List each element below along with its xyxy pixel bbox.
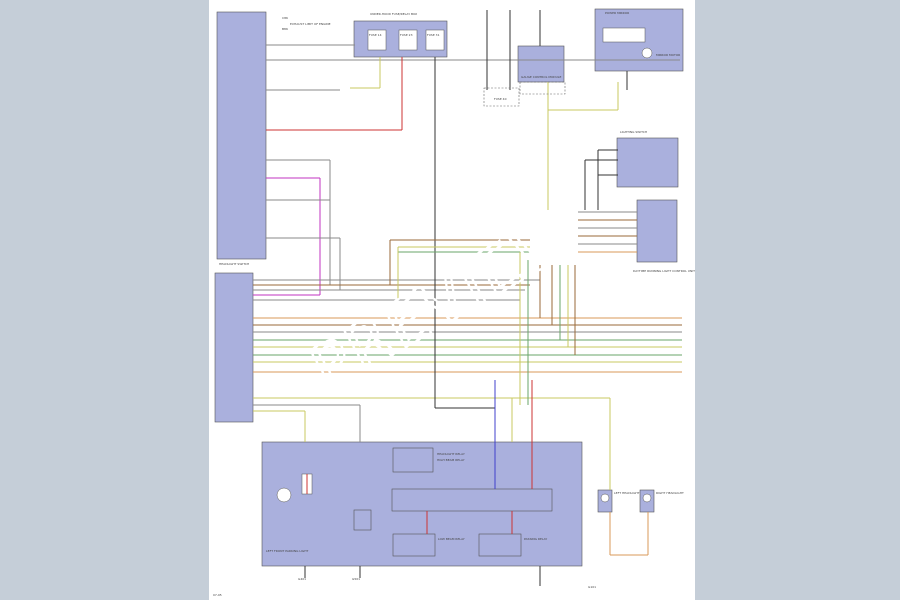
wires-top [350, 10, 628, 409]
left-lamp-label: LEFT HEADLIGHT [614, 491, 640, 495]
left-connector-block [214, 272, 254, 423]
headlight-switch-label: HEADLIGHT SWITCH [219, 262, 249, 266]
headlight-switch-block [216, 11, 267, 260]
fuse-4-label: FUSE 40 [494, 97, 507, 101]
module-d-label: PASSING RELAY [524, 537, 547, 541]
module-c-label: LOW BEAM RELAY [438, 537, 465, 541]
right-switch-title: LIGHTING SWITCH [620, 130, 647, 134]
bottom-ground-label: G101 [588, 585, 596, 589]
wires-junction [389, 149, 637, 405]
mirror-motor-icon [641, 47, 653, 59]
engine-label: EXHAUST LIMIT OF ENGINE [290, 22, 331, 26]
gauge-title: GAUGE CONTROL MODULE [521, 75, 561, 79]
wires-left [253, 44, 682, 412]
wire-label-b: B86 [282, 27, 288, 31]
module-a-label: HEADLIGHT RELAY [437, 452, 465, 456]
bottom-left-lamp-label: LEFT FRONT PARKING LIGHT [266, 549, 308, 553]
bulb-icon-left [276, 487, 292, 503]
mirror-title: POWER MIRROR [605, 11, 629, 15]
daytime-unit-block [636, 199, 678, 263]
fuse-box-title: UNDER-HOOD FUSE/RELAY BOX [370, 12, 417, 16]
ground-2-label: G501 [352, 577, 360, 581]
wire-label-a: C86 [282, 16, 288, 20]
daytime-unit-label: DAYTIME RUNNING LIGHT CONTROL UNIT [633, 269, 695, 273]
wires-bottom [304, 380, 649, 586]
ground-1-label: G401 [298, 577, 306, 581]
fuse-2-label: FUSE 23 [400, 33, 413, 37]
mirror-motor-label: MIRROR MOTOR [656, 53, 680, 57]
right-lamp-label: RIGHT HEADLIGHT [656, 491, 684, 495]
module-b-label: HIGH BEAM RELAY [437, 458, 465, 462]
fuse-3-label: FUSE 31 [427, 33, 440, 37]
fuse-1-label: FUSE 14 [369, 33, 382, 37]
lighting-switch-block [616, 137, 679, 188]
footer-code: 07-95 [213, 593, 222, 597]
gauge-block [517, 45, 565, 83]
